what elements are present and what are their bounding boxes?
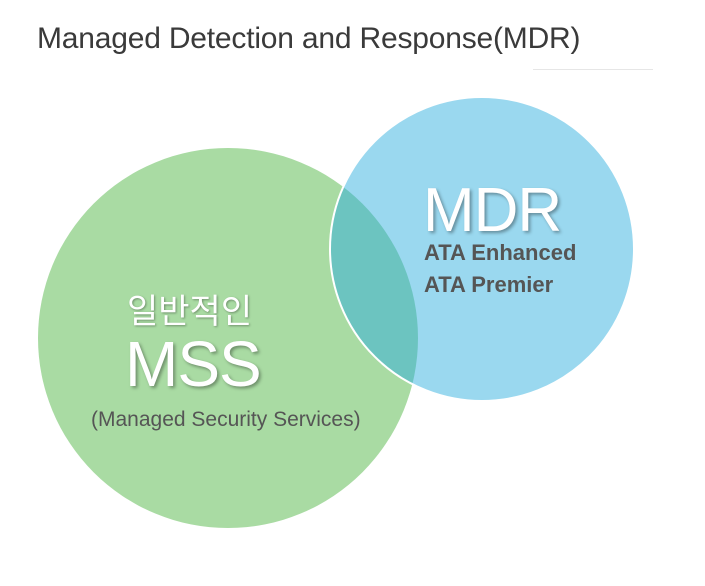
mdr-circle-border — [329, 96, 635, 402]
mdr-item-ata-enhanced: ATA Enhanced — [424, 240, 577, 265]
title-divider — [533, 69, 653, 70]
mss-acronym: MSS — [125, 328, 262, 400]
mss-korean-label: 일반적인 — [127, 292, 253, 332]
page-title: Managed Detection and Response(MDR) — [37, 22, 581, 55]
mss-full-name: (Managed Security Services) — [91, 408, 361, 431]
mdr-acronym: MDR — [423, 176, 562, 245]
mss-circle — [38, 148, 418, 528]
mdr-item-ata-premier: ATA Premier — [424, 272, 554, 297]
